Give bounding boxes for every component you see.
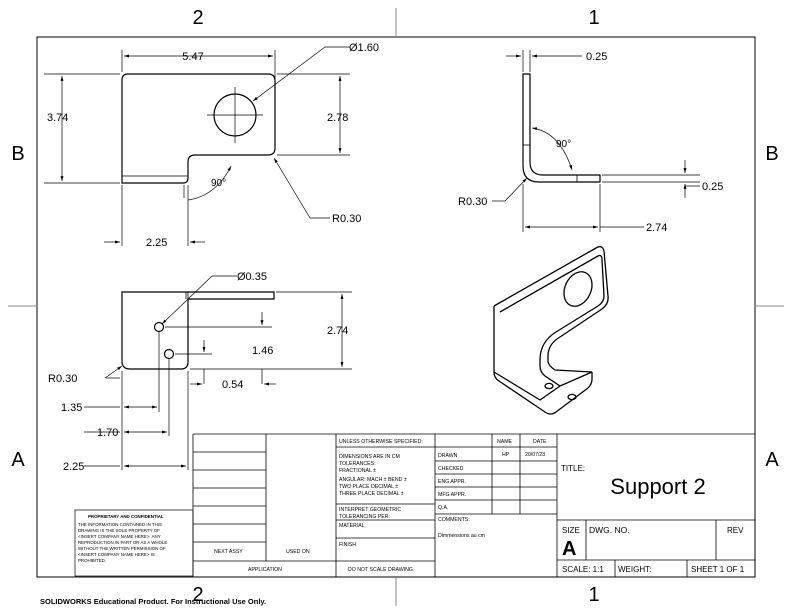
educational-footer: SOLIDWORKS Educational Product. For Inst… bbox=[40, 597, 267, 606]
tb-dims-4: ANGULAR: MACH ± BEND ± bbox=[339, 477, 407, 483]
tb-material: MATERIAL bbox=[339, 523, 365, 529]
dim-front-hole-dia: Ø1.60 bbox=[349, 42, 379, 54]
proprietary-line: <INSERT COMPANY NAME HERE>. ANY bbox=[78, 534, 161, 539]
top-view bbox=[121, 291, 275, 370]
dim-side-thickness-right: 0.25 bbox=[702, 181, 723, 193]
dim-side-angle: 90° bbox=[556, 139, 571, 150]
tb-title: Support 2 bbox=[610, 474, 705, 499]
dim-front-height-left: 3.74 bbox=[47, 112, 68, 124]
dim-side-bend-radius: R0.30 bbox=[458, 196, 487, 208]
proprietary-line: <INSERT COMPANY NAME HERE> IS bbox=[78, 552, 155, 557]
proprietary-line: REPRODUCTION IN PART OR AS A WHOLE bbox=[78, 540, 167, 545]
dim-top-h1: 1.35 bbox=[61, 402, 82, 414]
zone-col-1-bottom: 1 bbox=[588, 584, 599, 606]
iso-inner-edge bbox=[499, 254, 605, 361]
zone-col-2-bottom: 2 bbox=[192, 584, 203, 606]
proprietary-line: WITHOUT THE WRITTEN PERMISSION OF bbox=[78, 546, 166, 551]
tb-sheet: SHEET 1 OF 1 bbox=[691, 565, 745, 574]
iso-base-edge bbox=[493, 371, 561, 401]
tb-name-header: NAME bbox=[497, 439, 513, 445]
zone-row-a-right: A bbox=[765, 449, 779, 471]
tb-application: APPLICATION bbox=[248, 567, 282, 573]
dim-front-height-right: 2.78 bbox=[327, 112, 348, 124]
tb-drawn-label: DRAWN bbox=[438, 453, 458, 459]
tb-comment-text: Dimmensions au cm bbox=[438, 533, 485, 539]
proprietary-line: DRAWING IS THE SOLE PROPERTY OF bbox=[78, 528, 160, 533]
dim-top-edge: 0.54 bbox=[222, 379, 243, 391]
tb-comments: COMMENTS: bbox=[438, 517, 470, 523]
dim-top-h2: 1.70 bbox=[97, 427, 118, 439]
tb-eng-appr: ENG APPR. bbox=[438, 479, 466, 485]
proprietary-line: PROHIBITED. bbox=[78, 558, 106, 563]
zone-col-1-top: 1 bbox=[588, 7, 599, 29]
tb-do-not-scale: DO NOT SCALE DRAWING bbox=[348, 567, 413, 573]
dim-top-hole-offset: 1.46 bbox=[252, 345, 273, 357]
tb-dims-3: FRACTIONAL ± bbox=[339, 468, 376, 474]
tb-dwg-no: DWG. NO. bbox=[589, 525, 630, 535]
top-dimensions bbox=[84, 275, 352, 470]
proprietary-line: THE INFORMATION CONTAINED IN THIS bbox=[78, 522, 162, 527]
tb-rev: REV bbox=[727, 526, 744, 535]
side-outline bbox=[522, 73, 601, 183]
tb-title-label: TITLE: bbox=[561, 464, 585, 473]
dim-top-bend-radius: R0.30 bbox=[48, 373, 77, 385]
tb-drawn-name: HP bbox=[502, 452, 510, 458]
tb-dims-5: TWO PLACE DECIMAL ± bbox=[339, 484, 398, 490]
title-block bbox=[192, 433, 755, 577]
front-hole-centerlines bbox=[207, 87, 263, 143]
zone-ticks bbox=[8, 8, 784, 606]
tb-date-header: DATE bbox=[533, 439, 547, 445]
tb-dims-6: THREE PLACE DECIMAL ± bbox=[339, 491, 404, 497]
zone-row-b-right: B bbox=[765, 143, 778, 165]
tb-interpret-2: TOLERANCING PER: bbox=[339, 514, 390, 520]
isometric-view bbox=[493, 245, 609, 415]
tb-dims-2: TOLERANCES: bbox=[339, 461, 376, 467]
tb-finish: FINISH bbox=[339, 542, 356, 548]
tb-unless: UNLESS OTHERWISE SPECIFIED: bbox=[339, 439, 423, 445]
iso-bend-edge bbox=[539, 360, 561, 387]
iso-base-right bbox=[559, 371, 593, 387]
iso-small-hole-2 bbox=[567, 393, 577, 401]
zone-row-a-left: A bbox=[11, 449, 25, 471]
dim-front-width: 5.47 bbox=[182, 51, 203, 63]
front-view bbox=[121, 73, 276, 184]
tb-mfg-appr: MFG APPR. bbox=[438, 492, 466, 498]
iso-outline-lower bbox=[493, 306, 593, 415]
tb-used-on: USED ON bbox=[286, 549, 310, 555]
zone-col-2-top: 2 bbox=[192, 7, 203, 29]
top-outline bbox=[121, 291, 275, 370]
iso-large-hole bbox=[563, 271, 593, 307]
front-outline bbox=[121, 73, 276, 184]
dim-side-thickness-top: 0.25 bbox=[586, 51, 607, 63]
side-view bbox=[522, 73, 601, 183]
tb-dims-1: DIMENSIONS ARE IN CM bbox=[339, 454, 400, 460]
tb-drawn-date: 20/07/23 bbox=[525, 452, 545, 458]
tb-next-assy: NEXT ASSY bbox=[214, 549, 243, 555]
iso-small-hole-1 bbox=[544, 382, 554, 390]
dim-top-depth: 2.74 bbox=[327, 325, 348, 337]
tb-size: A bbox=[562, 538, 576, 560]
zone-row-b-left: B bbox=[11, 143, 24, 165]
side-dimensions bbox=[492, 50, 700, 232]
dim-top-h3: 2.25 bbox=[63, 461, 84, 473]
tb-qa: Q.A. bbox=[438, 505, 448, 511]
proprietary-box bbox=[74, 509, 194, 577]
dim-front-bend-radius: R0.30 bbox=[332, 213, 361, 225]
dim-side-length: 2.74 bbox=[646, 222, 667, 234]
tb-scale: SCALE: 1:1 bbox=[562, 565, 604, 574]
top-hole-2 bbox=[163, 348, 175, 360]
iso-outline-upper bbox=[493, 245, 609, 373]
proprietary-heading: PROPRIETARY AND CONFIDENTIAL bbox=[88, 514, 164, 519]
dim-front-angle: 90° bbox=[211, 178, 226, 189]
dim-top-hole-dia: Ø0.35 bbox=[237, 271, 267, 283]
tb-interpret-1: INTERPRET GEOMETRIC bbox=[339, 507, 401, 513]
tb-size-label: SIZE bbox=[562, 526, 580, 535]
tb-weight: WEIGHT: bbox=[618, 565, 651, 574]
dim-front-offset: 2.25 bbox=[146, 237, 167, 249]
top-hole-1 bbox=[153, 321, 165, 333]
tb-checked: CHECKED bbox=[438, 466, 464, 472]
front-dimensions bbox=[44, 46, 350, 246]
